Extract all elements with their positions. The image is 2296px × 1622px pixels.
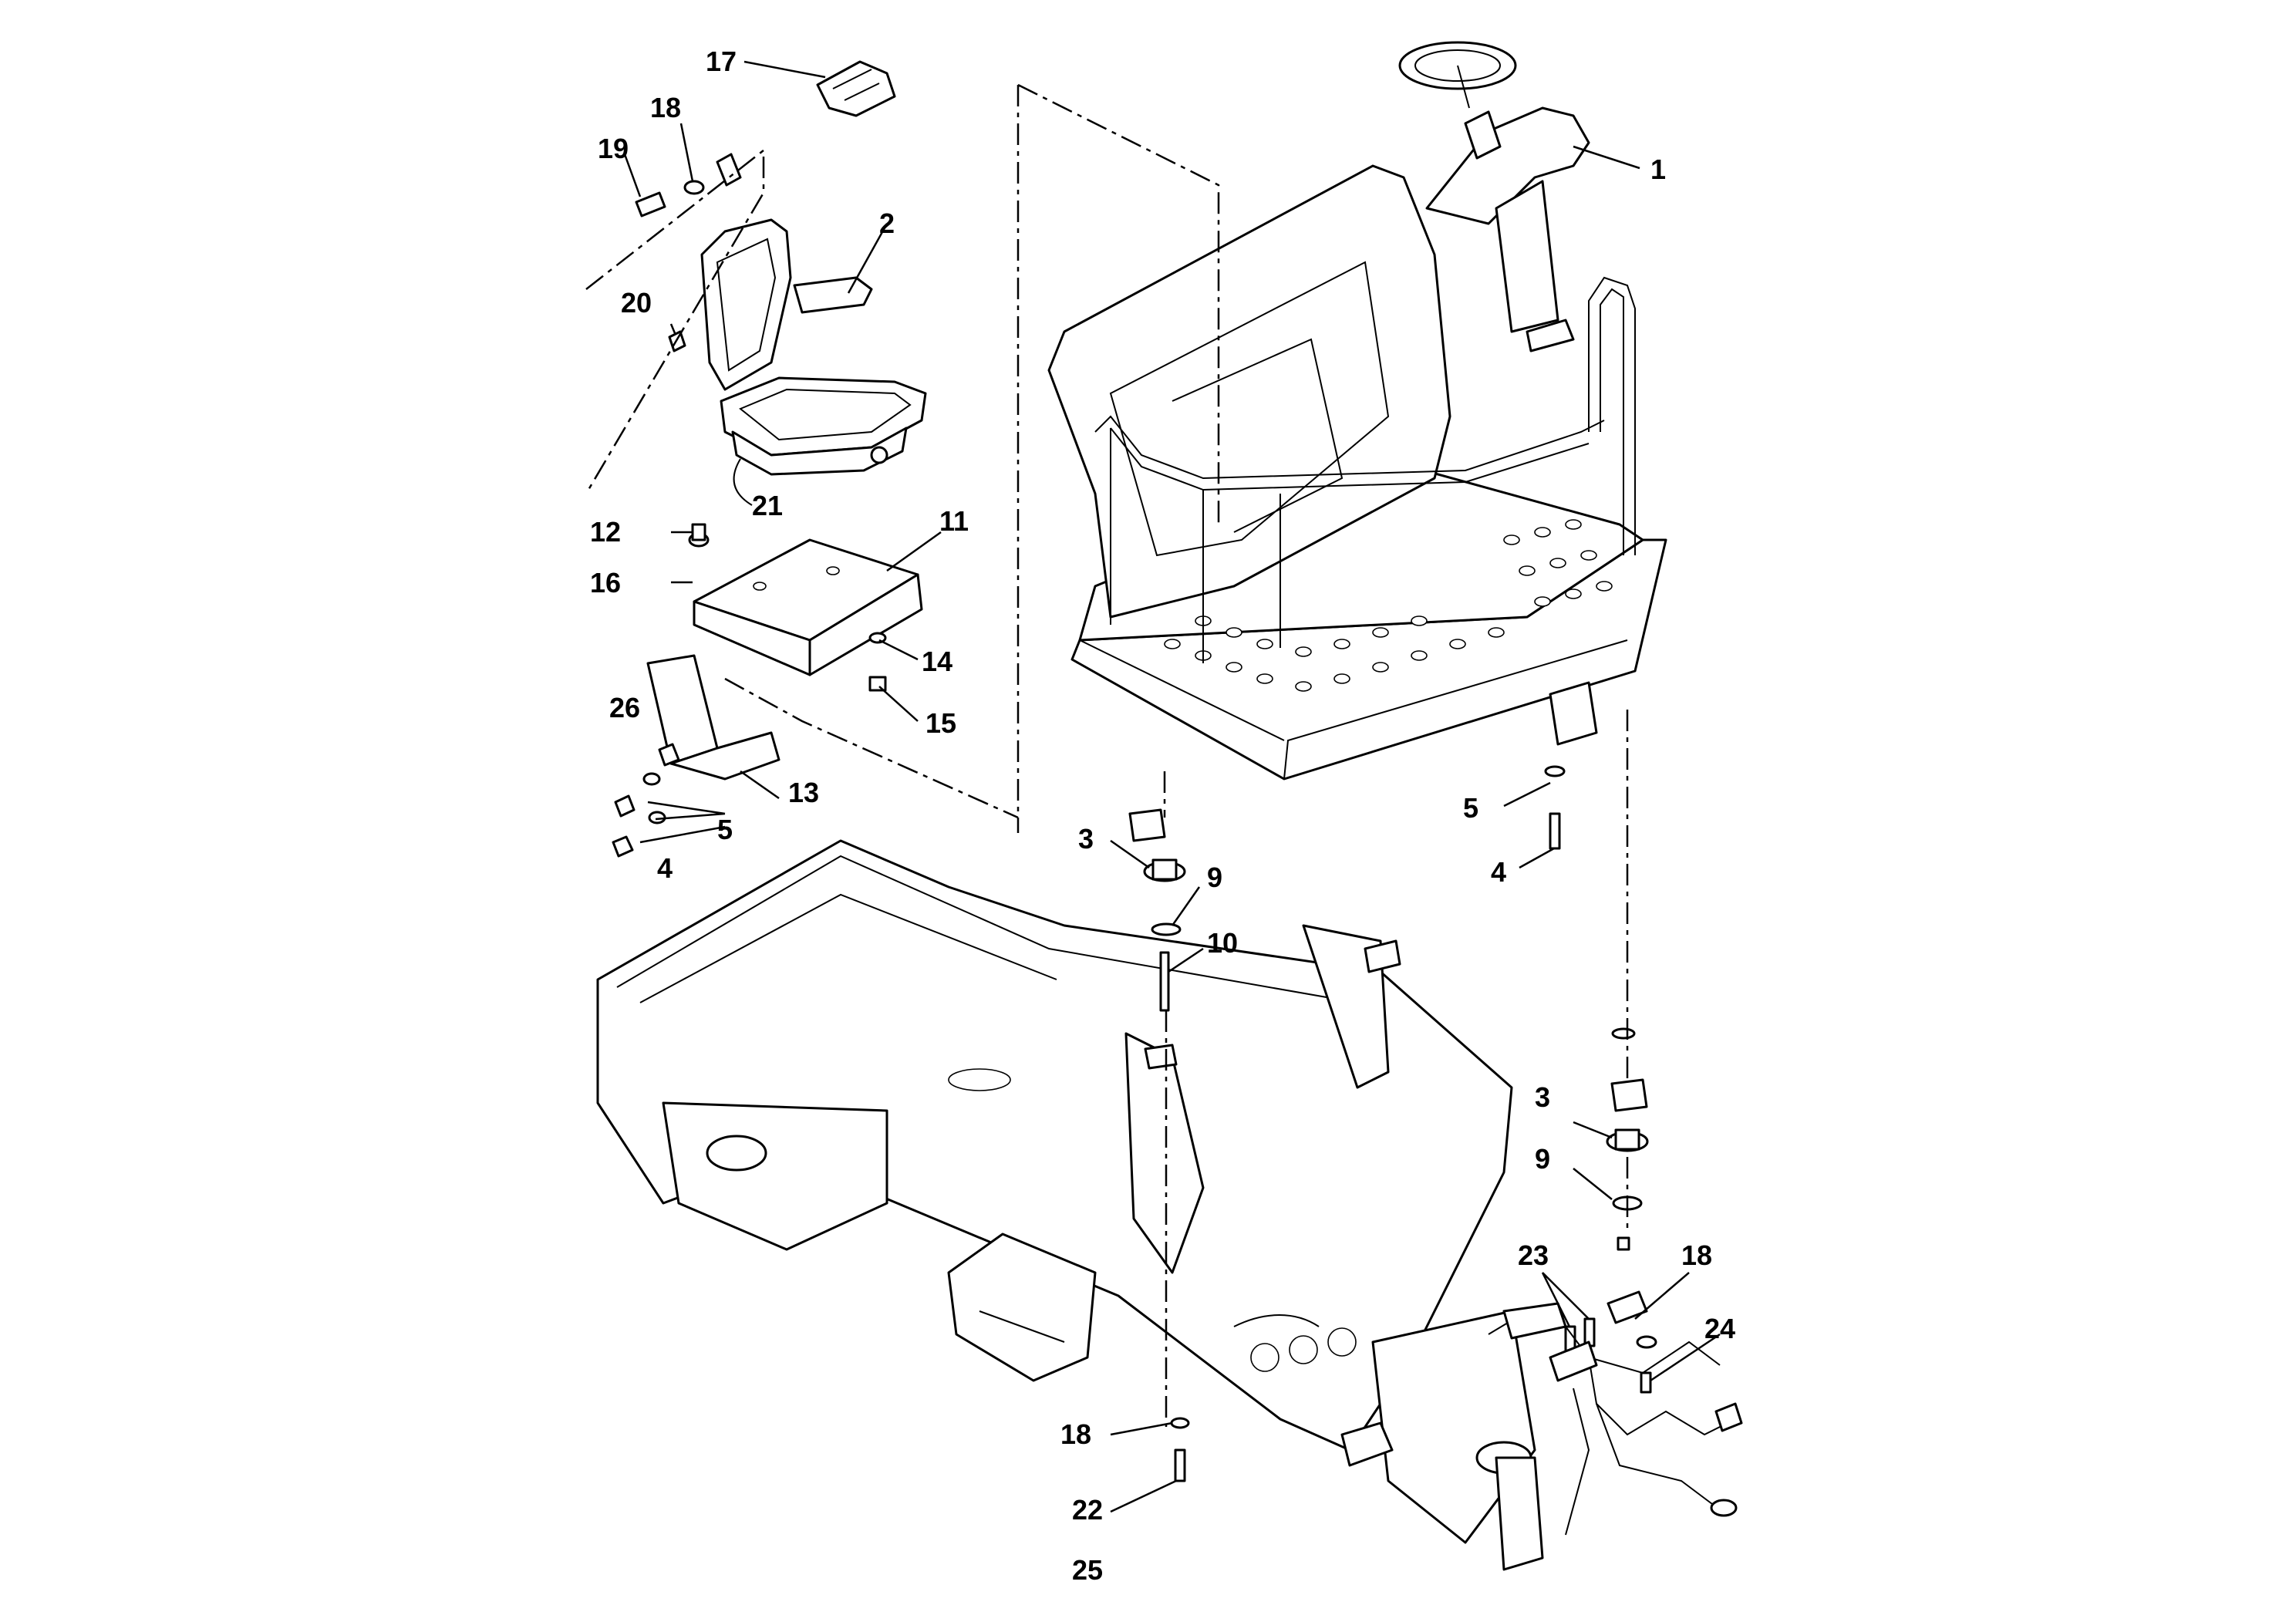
callout-15: 15: [925, 707, 956, 739]
callout-12: 12: [590, 516, 621, 548]
callout-labels: 1 2 3 3 4 4 5 5 9 9 10 11 12 13 14 15 16…: [590, 46, 1735, 1586]
callout-10: 10: [1207, 927, 1238, 959]
callout-25: 25: [1072, 1554, 1103, 1586]
callout-20: 20: [621, 287, 652, 319]
seat-mount-bracket: [646, 523, 1019, 819]
callout-18-bottom: 18: [1060, 1418, 1091, 1450]
isolator-mounts: [612, 83, 1657, 1482]
callout-16: 16: [590, 567, 621, 599]
callout-5-right: 5: [1463, 792, 1478, 824]
callout-23: 23: [1518, 1239, 1549, 1271]
seat-hardware: [585, 60, 896, 494]
callout-4-right: 4: [1491, 856, 1506, 888]
callout-9-upper: 9: [1207, 862, 1222, 893]
callout-3-upper: 3: [1078, 823, 1094, 855]
callout-13: 13: [788, 777, 819, 808]
callout-18-top: 18: [650, 92, 681, 123]
leader-lines: [623, 60, 1721, 1513]
operator-platform: [1047, 41, 1667, 781]
callout-18-right: 18: [1681, 1239, 1712, 1271]
callout-22: 22: [1072, 1494, 1103, 1526]
wiring-harness: [1488, 1302, 1743, 1536]
callout-1: 1: [1650, 153, 1666, 185]
callout-26: 26: [609, 692, 640, 723]
callout-5-left: 5: [717, 814, 733, 845]
callout-4-left: 4: [657, 852, 673, 884]
callout-17: 17: [706, 46, 737, 77]
callout-19: 19: [598, 133, 629, 164]
callout-14: 14: [922, 646, 952, 677]
callout-3-lower: 3: [1535, 1081, 1550, 1113]
callout-2: 2: [879, 207, 895, 239]
callout-11: 11: [939, 505, 969, 537]
callout-9-lower: 9: [1535, 1143, 1550, 1175]
callout-24: 24: [1704, 1313, 1735, 1344]
operator-seat: [700, 218, 927, 506]
machine-frame: [596, 839, 1544, 1571]
callout-21: 21: [752, 490, 783, 521]
platform-floor-holes: [1164, 519, 1613, 692]
